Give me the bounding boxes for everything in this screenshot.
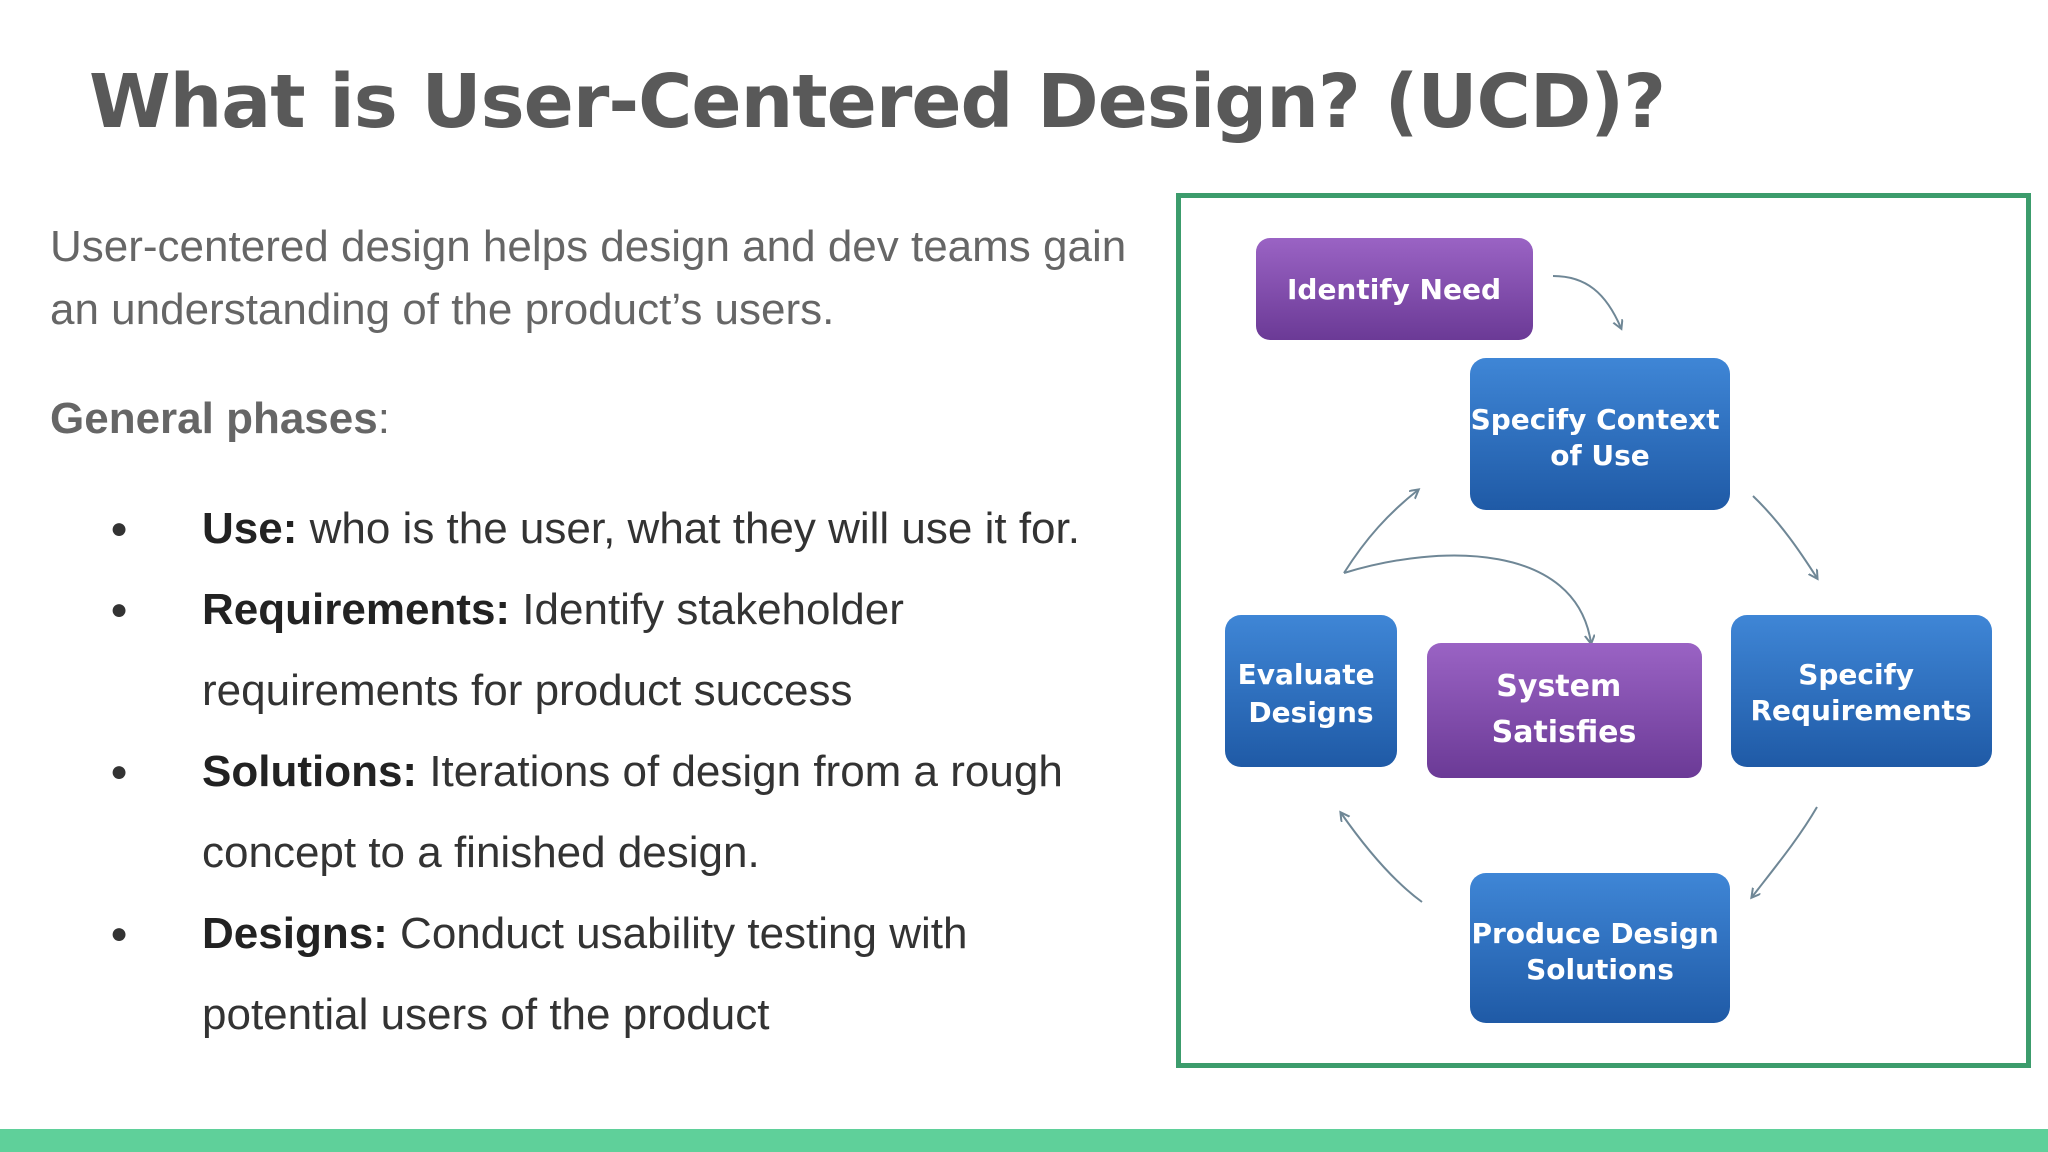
arrow-produce-to-evaluate (1341, 813, 1423, 903)
phases-heading-colon: : (377, 394, 390, 443)
node-identify-need: Identify Need (1256, 238, 1533, 340)
ucd-cycle-diagram: Identify Need Specify Context of Use Eva… (1176, 193, 2031, 1068)
node-specify-requirements-line1: Specify (1798, 658, 1914, 691)
phase-item-designs: ● Designs: Conduct usability testing wit… (110, 893, 1120, 1055)
node-specify-context-line2: of Use (1550, 439, 1650, 472)
bullet-icon: ● (110, 755, 129, 788)
node-system-satisfies: System Satisfies (1427, 643, 1702, 778)
phase-description: Iterations of design from a rough concep… (202, 747, 1063, 877)
svg-text:Specify Context of Use: Specify Context of Use (1471, 403, 1730, 472)
phase-term: Requirements: (202, 585, 511, 634)
slide-title: What is User-Centered Design? (UCD)? (89, 59, 1666, 145)
arrow-need-to-context (1552, 275, 1621, 328)
phases-list: ● Use: who is the user, what they will u… (110, 488, 1120, 1055)
ucd-cycle-svg: Identify Need Specify Context of Use Eva… (1225, 238, 1992, 1023)
node-produce-design-solutions: Produce Design Solutions (1470, 873, 1730, 1023)
bullet-icon: ● (110, 593, 129, 626)
phases-heading: General phases: (50, 387, 390, 450)
node-specify-context: Specify Context of Use (1470, 358, 1730, 510)
arrow-context-to-requirements (1752, 495, 1817, 578)
bullet-icon: ● (110, 917, 129, 950)
phases-heading-label: General phases (50, 394, 378, 443)
node-evaluate-designs-line2: Designs (1248, 696, 1373, 729)
intro-paragraph: User-centered design helps design and de… (50, 222, 1127, 334)
node-produce-design-line2: Solutions (1526, 953, 1674, 986)
phase-description: who is the user, what they will use it f… (297, 504, 1080, 553)
phase-description: Conduct usability testing with potential… (202, 909, 968, 1039)
phase-item-requirements: ● Requirements: Identify stakeholder req… (110, 569, 1120, 731)
phase-description: Identify stakeholder requirements for pr… (202, 585, 904, 715)
svg-text:Specify Requirements: Specify Requirements (1750, 658, 1971, 727)
arrow-requirements-to-produce (1752, 806, 1818, 897)
arrow-evaluate-to-satisfies (1343, 554, 1591, 643)
footer-accent-bar (0, 1129, 2048, 1152)
node-produce-design-line1: Produce Design (1471, 917, 1718, 950)
svg-text:System Satisfies: System Satisfies (1492, 669, 1637, 750)
node-identify-need-line1: Identify Need (1287, 273, 1501, 306)
node-system-satisfies-line2: Satisfies (1492, 715, 1637, 750)
phase-item-use: ● Use: who is the user, what they will u… (110, 488, 1120, 569)
svg-text:Produce Design Solutio: Produce Design Solutions (1471, 917, 1728, 986)
svg-text:Evaluate Designs: Evaluate Designs (1238, 658, 1385, 729)
node-specify-requirements: Specify Requirements (1731, 615, 1992, 767)
bullet-icon: ● (110, 512, 129, 545)
node-evaluate-designs: Evaluate Designs (1225, 615, 1397, 767)
node-specify-context-line1: Specify Context (1471, 403, 1720, 436)
svg-text:Identify Need: Identify Need (1287, 273, 1501, 306)
node-evaluate-designs-line1: Evaluate (1238, 658, 1375, 691)
phase-term: Use: (202, 504, 298, 553)
arrow-evaluate-to-context (1343, 490, 1418, 574)
node-specify-requirements-line2: Requirements (1750, 694, 1971, 727)
phase-term: Solutions: (202, 747, 418, 796)
phase-term: Designs: (202, 909, 388, 958)
node-system-satisfies-line1: System (1496, 669, 1621, 704)
phase-item-solutions: ● Solutions: Iterations of design from a… (110, 731, 1120, 893)
